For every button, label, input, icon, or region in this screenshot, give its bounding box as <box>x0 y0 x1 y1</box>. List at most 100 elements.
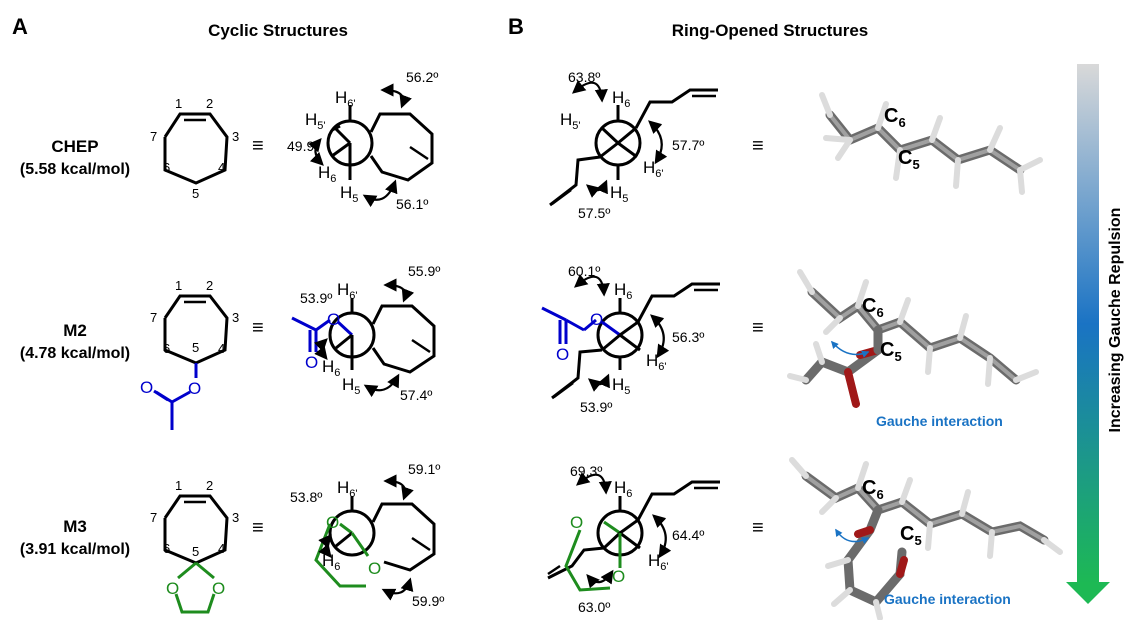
angle-label: 64.4º <box>672 527 704 543</box>
panel-b-title: Ring-Opened Structures <box>672 21 868 40</box>
ring-number: 3 <box>232 129 239 144</box>
svg-text:H5: H5 <box>340 183 358 205</box>
svg-text:H5: H5 <box>612 375 630 397</box>
svg-text:C6: C6 <box>862 477 884 502</box>
angle-label: 53.9º <box>300 290 332 306</box>
oxygen-atom: O <box>140 378 153 397</box>
gauche-label: Gauche interaction <box>884 591 1011 607</box>
svg-text:1: 1 <box>175 278 182 293</box>
angle-label: 56.3º <box>672 329 704 345</box>
open-newman <box>549 88 718 207</box>
svg-text:H6: H6 <box>614 280 632 302</box>
svg-text:2: 2 <box>206 278 213 293</box>
equivalent-symbol: ≡ <box>752 517 764 539</box>
ring-number: 4 <box>218 160 225 175</box>
newman-projection <box>314 496 436 588</box>
h-label: H <box>335 88 347 107</box>
angle-label: 63.0º <box>578 599 610 615</box>
ring-number: 1 <box>175 96 182 111</box>
oxygen-atom: O <box>326 513 339 532</box>
svg-text:H5': H5' <box>305 110 326 132</box>
svg-text:7: 7 <box>150 310 157 325</box>
angle-label: 53.8º <box>290 489 322 505</box>
row-m2: M2 (4.78 kcal/mol) O O 1 2 3 4 5 6 7 ≡ <box>20 263 1039 430</box>
angle-label: 59.1º <box>408 461 440 477</box>
svg-text:H6: H6 <box>614 478 632 500</box>
ring-number: 7 <box>150 129 157 144</box>
svg-text:C5: C5 <box>900 523 922 548</box>
angle-label: 49.9º <box>287 138 319 154</box>
angle-label: 57.7º <box>672 137 704 153</box>
equivalent-symbol: ≡ <box>252 135 264 157</box>
angle-label: 63.8º <box>568 69 600 85</box>
equivalent-symbol: ≡ <box>252 517 264 539</box>
svg-text:C6: C6 <box>862 295 884 320</box>
angle-label: 55.9º <box>408 263 440 279</box>
angle-label: 59.9º <box>412 593 444 609</box>
svg-text:H6': H6' <box>335 88 356 110</box>
row-name: M3 <box>63 517 87 536</box>
row-energy: (4.78 kcal/mol) <box>20 345 130 362</box>
row-energy: (3.91 kcal/mol) <box>20 541 130 558</box>
row-energy: (5.58 kcal/mol) <box>20 161 130 178</box>
row-name: CHEP <box>51 137 98 156</box>
stick-model-3d <box>787 269 1039 408</box>
ring-number: 2 <box>206 96 213 111</box>
svg-text:H6: H6 <box>322 357 340 379</box>
svg-text:2: 2 <box>206 478 213 493</box>
panel-b-letter: B <box>508 14 524 39</box>
svg-text:H6': H6' <box>337 280 358 302</box>
svg-text:4: 4 <box>218 341 225 356</box>
angle-label: 57.5º <box>578 205 610 221</box>
trend-arrow <box>1066 64 1110 604</box>
open-newman <box>541 282 720 400</box>
oxygen-atom: O <box>166 579 179 598</box>
svg-text:H5': H5' <box>560 110 581 132</box>
oxygen-atom: O <box>590 310 603 329</box>
row-m3: M3 (3.91 kcal/mol) O O 1 2 3 4 5 6 7 ≡ <box>20 457 1063 621</box>
svg-text:H6: H6 <box>318 163 336 185</box>
svg-text:C5: C5 <box>898 147 920 172</box>
stick-model-3d <box>789 457 1063 621</box>
m2-structure <box>153 294 229 430</box>
oxygen-atom: O <box>612 567 625 586</box>
oxygen-atom: O <box>212 579 225 598</box>
svg-text:H6: H6 <box>612 88 630 110</box>
stick-model-3d <box>819 92 1043 195</box>
trend-arrow-label: Increasing Gauche Repulsion <box>1107 208 1124 433</box>
angle-label: 57.4º <box>400 387 432 403</box>
ring-number: 6 <box>163 160 170 175</box>
svg-text:7: 7 <box>150 510 157 525</box>
svg-text:H5: H5 <box>342 375 360 397</box>
angle-label: 69.3º <box>570 463 602 479</box>
svg-text:C5: C5 <box>880 339 902 364</box>
svg-text:H5: H5 <box>610 183 628 205</box>
svg-text:3: 3 <box>232 510 239 525</box>
oxygen-atom: O <box>327 310 340 329</box>
equivalent-symbol: ≡ <box>752 135 764 157</box>
row-name: M2 <box>63 321 87 340</box>
m3-structure <box>163 494 229 614</box>
oxygen-atom: O <box>188 379 201 398</box>
svg-text:5: 5 <box>192 340 199 355</box>
svg-text:H6': H6' <box>646 351 667 373</box>
equivalent-symbol: ≡ <box>752 317 764 339</box>
oxygen-atom: O <box>368 559 381 578</box>
equivalent-symbol: ≡ <box>252 317 264 339</box>
svg-text:H6': H6' <box>648 551 669 573</box>
svg-text:H6': H6' <box>337 478 358 500</box>
angle-label: 60.1º <box>568 263 600 279</box>
svg-text:4: 4 <box>218 541 225 556</box>
svg-text:5: 5 <box>192 544 199 559</box>
ring-number: 5 <box>192 186 199 201</box>
angle-label: 56.2º <box>406 69 438 85</box>
svg-text:3: 3 <box>232 310 239 325</box>
newman-projection <box>326 105 434 182</box>
angle-label: 53.9º <box>580 399 612 415</box>
svg-text:C6: C6 <box>884 105 906 130</box>
row-chep: CHEP (5.58 kcal/mol) 1 2 3 4 5 6 7 ≡ <box>20 69 1043 221</box>
gauche-label: Gauche interaction <box>876 413 1003 429</box>
oxygen-atom: O <box>570 513 583 532</box>
open-newman <box>547 480 720 592</box>
